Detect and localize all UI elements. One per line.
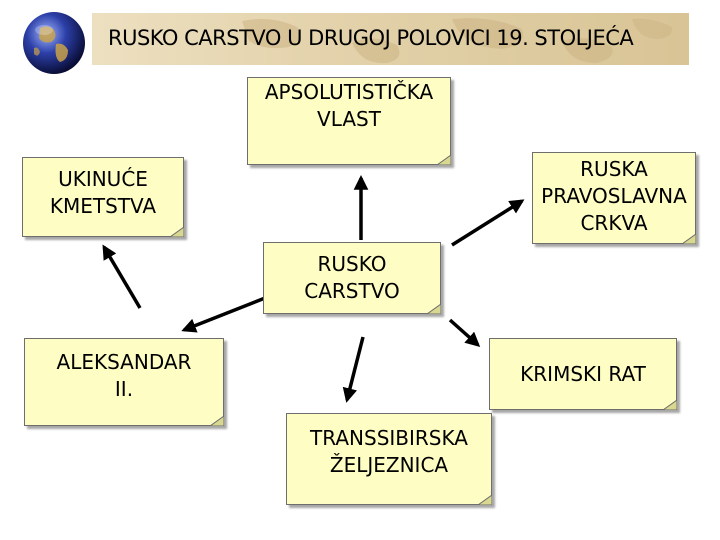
node-serfdom-label: UKINUĆE KMETSTVA <box>50 166 156 220</box>
arrow-to-serfdom <box>104 247 140 308</box>
page-curl-icon <box>663 400 677 410</box>
node-serfdom: UKINUĆE KMETSTVA <box>22 157 184 237</box>
node-church: RUSKA PRAVOSLAVNA CRKVA <box>532 152 696 244</box>
node-railway-label: TRANSSIBIRSKA ŽELJEZNICA <box>310 425 468 479</box>
page-curl-icon <box>210 416 224 426</box>
node-railway: TRANSSIBIRSKA ŽELJEZNICA <box>286 413 492 505</box>
node-alexander: ALEKSANDAR II. <box>24 338 224 426</box>
arrow-to-church <box>452 201 522 245</box>
node-center: RUSKO CARSTVO <box>263 242 441 314</box>
page-curl-icon <box>437 155 451 165</box>
page-curl-icon <box>478 495 492 505</box>
node-absolutism-label: APSOLUTISTIČKA VLAST <box>265 79 433 133</box>
page-curl-icon <box>682 234 696 244</box>
node-absolutism: APSOLUTISTIČKA VLAST <box>247 77 451 165</box>
arrow-to-crimean-war <box>450 320 478 345</box>
page-curl-icon <box>427 304 441 314</box>
node-crimean-war: KRIMSKI RAT <box>489 338 677 410</box>
node-center-label: RUSKO CARSTVO <box>304 251 400 305</box>
node-church-label: RUSKA PRAVOSLAVNA CRKVA <box>541 156 687 237</box>
arrow-to-railway <box>347 337 363 400</box>
page-curl-icon <box>170 227 184 237</box>
node-crimean-war-label: KRIMSKI RAT <box>520 361 646 388</box>
node-alexander-label: ALEKSANDAR II. <box>57 349 192 403</box>
arrow-to-alexander <box>184 298 265 330</box>
